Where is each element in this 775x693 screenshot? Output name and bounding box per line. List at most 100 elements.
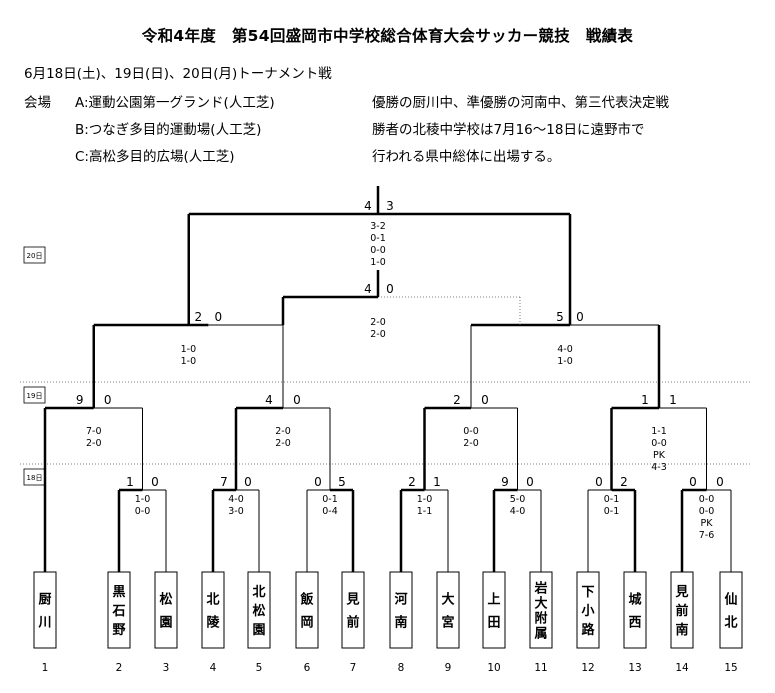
team-name: 附: [534, 611, 547, 627]
match-detail: 5-0: [510, 494, 526, 505]
match-detail: 1-0: [557, 356, 573, 367]
match-detail: 0-0: [699, 506, 715, 517]
score-left: 9: [501, 475, 509, 489]
team-seed: 10: [487, 662, 500, 674]
match-detail: 7-6: [699, 530, 715, 541]
match-detail: 4-0: [228, 494, 244, 505]
match-detail: 1-0: [181, 344, 197, 355]
score-right: 0: [481, 393, 489, 407]
team-name: 前: [675, 603, 688, 619]
team-name: 下: [581, 585, 594, 600]
venue-b: B:つなぎ多目的運動場(人工芝): [75, 122, 262, 138]
team-seed: 14: [675, 662, 689, 674]
score-left: 4: [364, 282, 372, 296]
score-right: 1: [669, 393, 677, 407]
score-left: 1: [641, 393, 649, 407]
team-name: 宮: [441, 615, 454, 631]
score-right: 2: [620, 475, 628, 489]
team-seed: 9: [445, 662, 452, 674]
team-name: 属: [534, 627, 547, 642]
team-name: 大: [441, 592, 454, 608]
day-label-20-box: [23, 246, 46, 264]
match-detail: 0-0: [699, 494, 715, 505]
venue-c: C:高松多目的広場(人工芝): [75, 149, 235, 165]
team-name: 田: [487, 616, 500, 631]
team-seed: 1: [42, 662, 49, 674]
team-box: [154, 571, 178, 649]
team-box: [719, 571, 743, 649]
team-seed: 4: [210, 662, 217, 674]
team-name: 飯: [299, 592, 313, 608]
match-detail: 3-0: [228, 506, 244, 517]
team-seed: 5: [256, 662, 263, 674]
score-left: 1: [126, 475, 134, 489]
team-box: [201, 571, 225, 649]
team-name: 城: [628, 592, 641, 608]
team-box: [482, 571, 506, 649]
score-right: 1: [433, 475, 441, 489]
schedule-text: 6月18日(土)、19日(日)、20日(月)トーナメント戦: [24, 66, 332, 82]
score-left: 4: [265, 393, 273, 407]
match-detail: 0-0: [370, 245, 386, 256]
team-name: 河: [394, 592, 407, 608]
team-name: 北: [252, 585, 265, 600]
score-right: 0: [386, 282, 394, 296]
match-detail: 1-0: [135, 494, 151, 505]
venue-label: 会場: [24, 95, 51, 111]
team-name: 見: [674, 585, 688, 600]
score-right: 0: [293, 393, 301, 407]
note-line-3: 行われる県中総体に出場する。: [372, 149, 561, 165]
team-name: 園: [252, 622, 265, 638]
team-box: [341, 571, 365, 649]
score-left: 0: [689, 475, 697, 489]
score-right: 0: [244, 475, 252, 489]
score-right: 0: [151, 475, 159, 489]
match-detail: 0-1: [604, 494, 620, 505]
match-detail: 0-0: [135, 506, 151, 517]
score-left: 9: [76, 393, 84, 407]
match-detail: 0-4: [322, 506, 338, 517]
page-title: 令和4年度 第54回盛岡市中学校総合体育大会サッカー競技 戦績表: [141, 27, 634, 45]
match-detail: 2-0: [86, 438, 102, 449]
team-name: 野: [112, 623, 125, 638]
day-label-19: 19日: [27, 392, 43, 400]
team-seed: 12: [581, 662, 594, 674]
team-name: 石: [111, 604, 125, 619]
team-seed: 13: [628, 662, 641, 674]
team-name: 松: [159, 592, 172, 608]
team-name: 岩: [533, 581, 547, 597]
team-name: 松: [252, 603, 265, 619]
match-detail: 1-0: [181, 356, 197, 367]
team-seed: 11: [534, 662, 547, 674]
team-name: 南: [675, 622, 688, 638]
team-seed: 3: [163, 662, 170, 674]
match-detail: 2-0: [463, 438, 479, 449]
team-name: 仙: [724, 592, 737, 608]
team-box: [33, 571, 57, 649]
score-right: 0: [526, 475, 534, 489]
score-left: 2: [453, 393, 461, 407]
score-right: 0: [215, 310, 223, 324]
team-seed: 8: [398, 662, 405, 674]
score-right: 0: [576, 310, 584, 324]
team-name: 西: [628, 616, 641, 631]
match-detail: 4-0: [510, 506, 526, 517]
match-detail: 1-1: [417, 506, 433, 517]
team-seed: 6: [304, 662, 311, 674]
match-detail: 3-2: [370, 221, 386, 232]
score-left: 2: [195, 310, 203, 324]
team-name: 路: [581, 622, 595, 638]
match-detail: 0-0: [651, 438, 667, 449]
team-name: 園: [159, 615, 172, 631]
match-detail: 4-3: [651, 462, 667, 473]
match-detail: 2-0: [275, 426, 291, 437]
team-name: 北: [206, 593, 219, 608]
team-name: 上: [487, 593, 500, 608]
score-right: 0: [104, 393, 112, 407]
match-detail: 2-0: [275, 438, 291, 449]
team-box: [295, 571, 319, 649]
team-name: 見: [345, 593, 359, 608]
match-detail: 7-0: [86, 426, 102, 437]
team-name: 南: [394, 615, 407, 631]
